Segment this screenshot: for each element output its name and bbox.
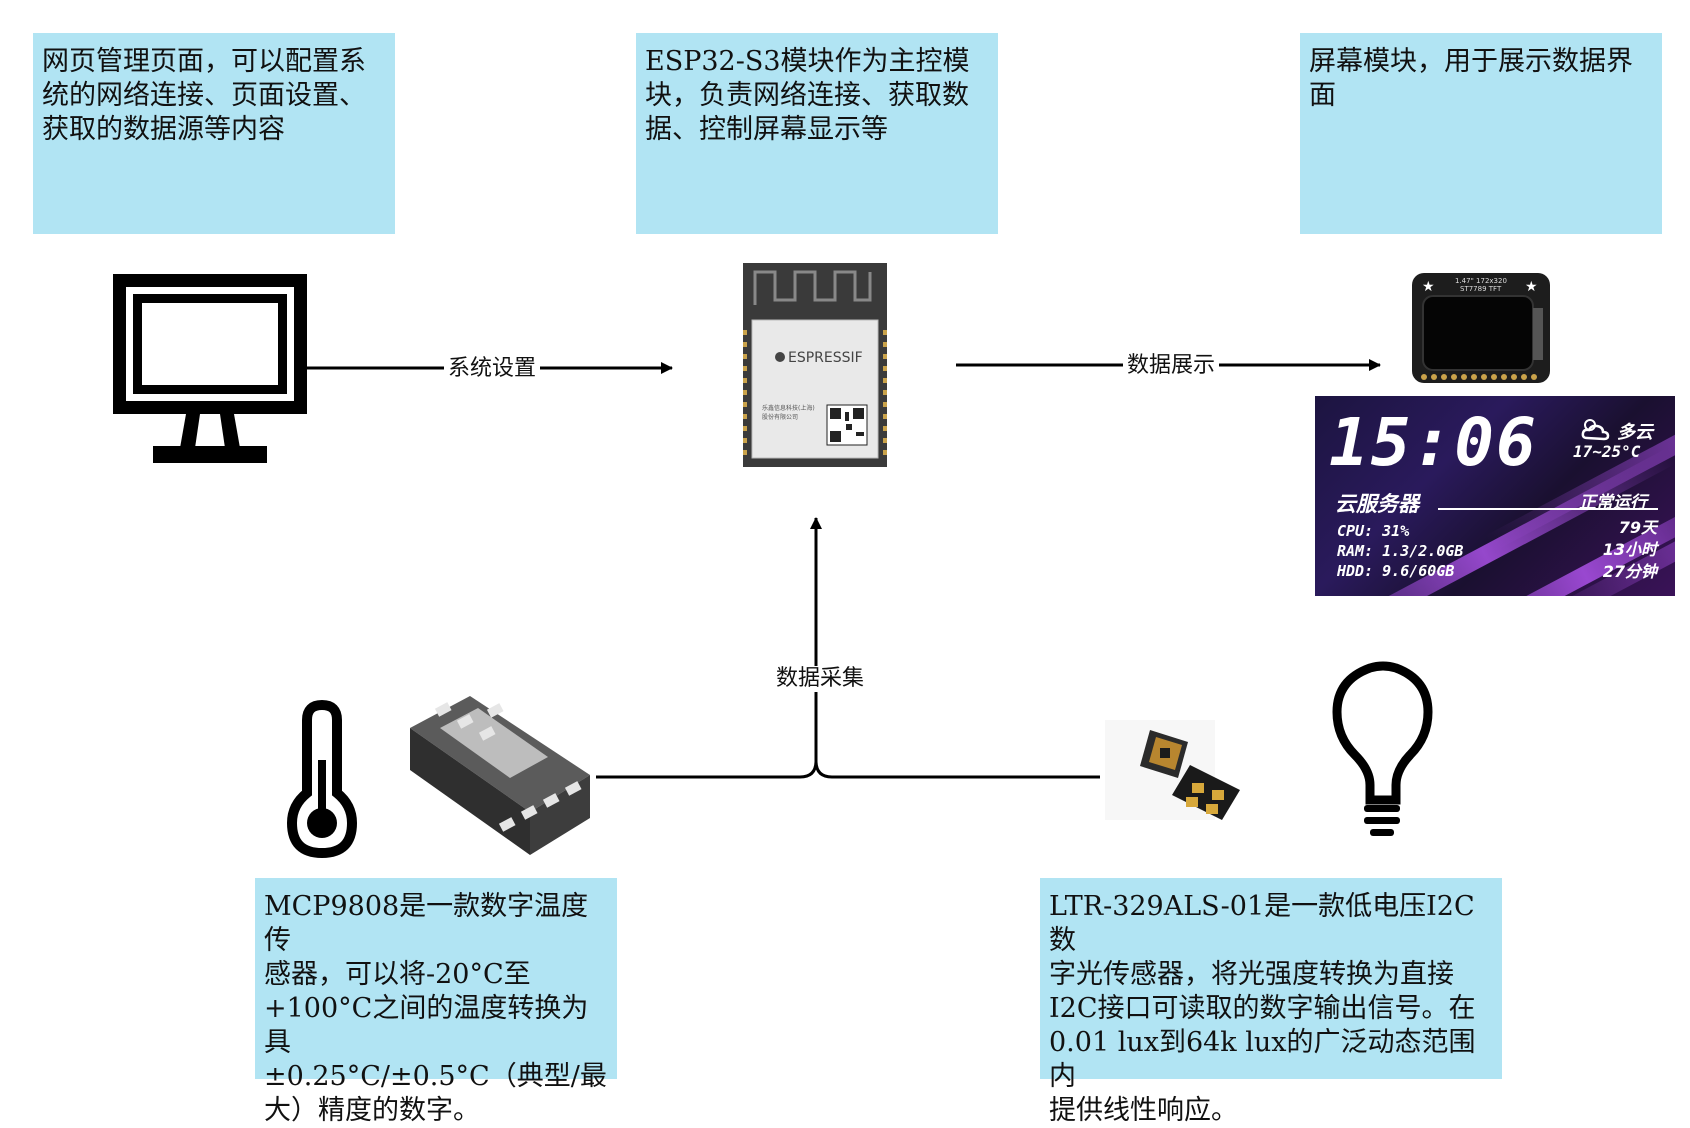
screen-module-note: 屏幕模块，用于展示数据界 面 (1300, 33, 1662, 234)
uptime-minutes: 27分钟 (1602, 562, 1657, 581)
tft-board-image: 1.47" 172x320 ST7789 TFT ★ ★ (1412, 273, 1550, 383)
collect-connector-right (814, 760, 1100, 779)
esp-maker-line1: 乐鑫信息科技(上海) (762, 404, 815, 412)
ltr329-note: LTR-329ALS-01是一款低电压I2C数 字光传感器，将光强度转换为直接 … (1040, 878, 1502, 1126)
esp32-module-image: ESPRESSIF 乐鑫信息科技(上海) 股份有限公司 (743, 263, 887, 467)
mcp9808-chip-image (410, 696, 590, 855)
thermometer-icon (286, 699, 358, 859)
monitor-icon (113, 274, 307, 463)
tft-label-line1: 1.47" 172x320 (1455, 277, 1507, 285)
hdd-stat: HDD: 9.6/60GB (1337, 562, 1455, 580)
uptime-hours: 13小时 (1602, 540, 1657, 559)
clock-time: 15:06 (1329, 404, 1538, 481)
temperature-range: 17~25°C (1573, 442, 1641, 461)
esp-brand-label: ESPRESSIF (788, 350, 863, 366)
weather-text: 多云 (1617, 422, 1653, 443)
esp32-note: ESP32-S3模块作为主控模 块，负责网络连接、获取数 据、控制屏幕显示等 (636, 33, 998, 234)
web-admin-note: 网页管理页面，可以配置系 统的网络连接、页面设置、 获取的数据源等内容 (33, 33, 395, 234)
light-bulb-icon (1332, 661, 1433, 836)
tft-label-line2: ST7789 TFT (1460, 285, 1502, 293)
server-divider (1438, 508, 1658, 510)
uptime-days: 79天 (1618, 518, 1657, 537)
collect-edge-label: 数据采集 (772, 666, 869, 692)
mcp9808-note: MCP9808是一款数字温度传 感器，可以将-20°C至 +100°C之间的温度… (255, 878, 617, 1126)
diagram-graphics: ESPRESSIF 乐鑫信息科技(上海) 股份有限公司 1.47" 172x32… (113, 263, 1550, 859)
setup-edge-label: 系统设置 (444, 356, 541, 382)
display-edge-label: 数据展示 (1123, 353, 1220, 379)
collect-connector (596, 517, 822, 779)
cloud-icon (1581, 419, 1610, 441)
cpu-stat: CPU: 31% (1337, 522, 1410, 540)
ltr329-sensor-image (1105, 720, 1240, 820)
server-status: 正常运行 (1579, 493, 1647, 513)
esp-maker-line2: 股份有限公司 (762, 413, 798, 421)
server-title: 云服务器 (1335, 492, 1419, 516)
star-icon: ★ (1422, 279, 1435, 295)
screen-display-preview: 15:06 多云 17~25°C 云服务器 正常运行 CPU: 31% RAM:… (1315, 396, 1675, 596)
ram-stat: RAM: 1.3/2.0GB (1337, 542, 1464, 560)
star-icon: ★ (1525, 279, 1538, 295)
